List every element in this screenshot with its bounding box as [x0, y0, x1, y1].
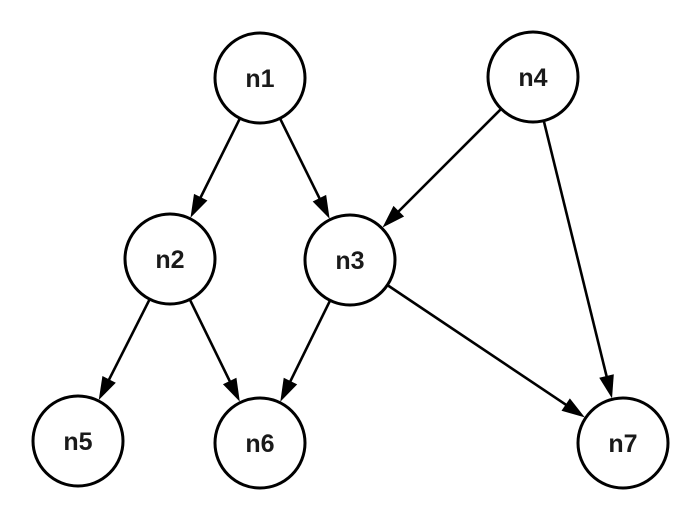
arrowhead-icon — [599, 374, 614, 399]
graph-node-n5[interactable]: n5 — [31, 394, 125, 488]
edge-line — [542, 121, 609, 379]
graph-edge-n4-to-n7[interactable] — [542, 121, 614, 399]
graph-node-n1[interactable]: n1 — [213, 31, 307, 125]
edge-line — [396, 108, 502, 214]
edge-line — [198, 118, 241, 200]
node-circle — [31, 394, 125, 488]
graph-node-n4[interactable]: n4 — [486, 30, 580, 124]
node-label: n7 — [608, 430, 637, 458]
arrowhead-icon — [98, 376, 116, 400]
node-circle — [123, 212, 217, 306]
graph-edge-n4-to-n3[interactable] — [382, 108, 502, 228]
node-circle — [303, 213, 397, 307]
graph-edge-n1-to-n2[interactable] — [190, 118, 241, 218]
graph-edge-n3-to-n7[interactable] — [387, 284, 585, 418]
nodes-layer: n1 n2 n3 n4 n5 n6 n7 — [31, 30, 670, 490]
node-label: n5 — [63, 428, 92, 456]
graph-node-n2[interactable]: n2 — [123, 212, 217, 306]
graph-edge-n2-to-n5[interactable] — [98, 299, 151, 400]
edge-line — [279, 118, 322, 201]
graph-node-n6[interactable]: n6 — [213, 396, 307, 490]
node-circle — [213, 31, 307, 125]
node-label: n6 — [245, 430, 274, 458]
graph-edge-n1-to-n3[interactable] — [279, 118, 330, 219]
edge-line — [387, 284, 569, 407]
graph-edge-n2-to-n6[interactable] — [189, 299, 240, 402]
graph-node-n7[interactable]: n7 — [576, 396, 670, 490]
edges-layer — [98, 108, 614, 418]
node-label: n1 — [245, 65, 274, 93]
node-label: n2 — [155, 246, 184, 274]
node-label: n3 — [335, 247, 364, 275]
node-circle — [576, 396, 670, 490]
node-circle — [486, 30, 580, 124]
graph-node-n3[interactable]: n3 — [303, 213, 397, 307]
node-label: n4 — [518, 64, 547, 92]
graph-edge-n3-to-n6[interactable] — [280, 300, 331, 402]
arrowhead-icon — [190, 193, 208, 218]
node-circle — [213, 396, 307, 490]
arrowhead-icon — [222, 377, 240, 402]
edge-line — [189, 299, 232, 384]
arrowhead-icon — [561, 398, 585, 418]
arrowhead-icon — [312, 194, 330, 219]
edge-line — [107, 299, 151, 382]
edge-line — [288, 300, 331, 384]
arrowhead-icon — [382, 205, 405, 228]
arrowhead-icon — [280, 377, 298, 402]
